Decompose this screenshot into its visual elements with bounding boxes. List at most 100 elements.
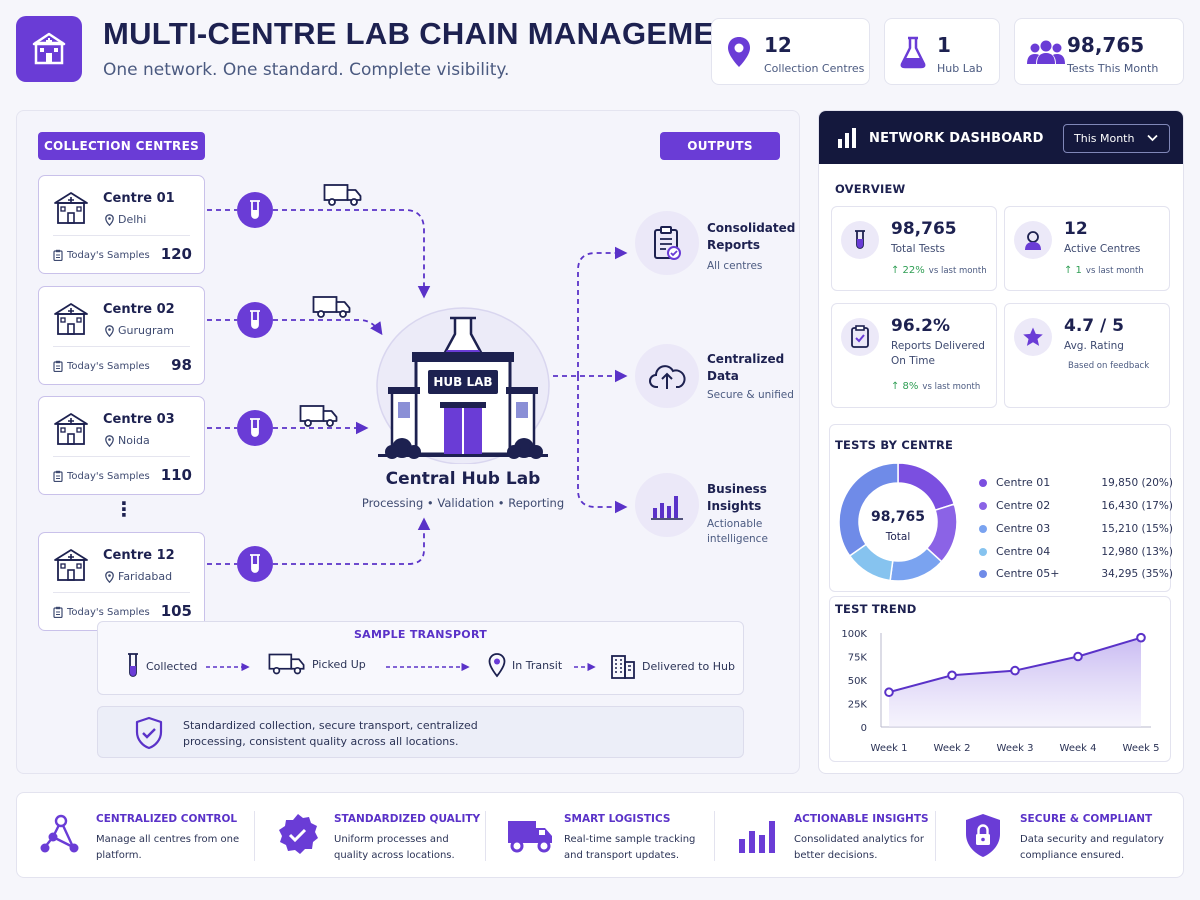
kpi-tests-this-month: 98,765 Tests This Month (1014, 18, 1184, 85)
user-badge-icon (1014, 221, 1052, 259)
network-nodes-icon (39, 813, 83, 857)
clipboard-small-icon (53, 606, 63, 618)
hub-lab-badge: HUB LAB (428, 370, 498, 394)
bar-chart-icon (836, 127, 858, 149)
feature-centralized-control: CENTRALIZED CONTROL Manage all centres f… (39, 793, 259, 879)
todays-samples-count: 110 (160, 466, 192, 484)
transport-title: SAMPLE TRANSPORT (353, 628, 488, 641)
transport-step-picked-up: Picked Up (268, 652, 366, 676)
legend-label: Centre 05+ (996, 567, 1060, 580)
test-tube-icon (126, 652, 140, 680)
output-subtitle: Actionable intelligence (707, 518, 768, 545)
todays-samples-count: 105 (160, 602, 192, 620)
legend-label: Centre 01 (996, 476, 1051, 489)
todays-samples-label: Today's Samples (67, 470, 150, 482)
trend-point[interactable] (1073, 651, 1083, 662)
feature-actionable-insights: ACTIONABLE INSIGHTS Consolidated analyti… (737, 793, 957, 879)
legend-dot (979, 501, 987, 510)
shield-lock-icon (963, 813, 1003, 859)
legend-value: 19,850 (20%) (1101, 476, 1173, 489)
transport-arrows (206, 662, 596, 672)
overview-card-reports-on-time: 96.2% Reports Delivered On Time ↑ 8%vs l… (831, 303, 997, 408)
y-tick-label: 25K (848, 700, 868, 711)
legend-dot (979, 524, 987, 533)
tests-by-centre-donut (838, 462, 958, 582)
legend-dot (979, 547, 987, 556)
trend-point[interactable] (1010, 665, 1020, 676)
tests-by-centre-label: TESTS BY CENTRE (835, 438, 954, 452)
x-tick-label: Week 3 (997, 743, 1034, 754)
x-tick-label: Week 1 (871, 743, 908, 754)
building-icon (610, 652, 636, 680)
trend-point[interactable] (884, 687, 894, 698)
legend-item: Centre 02 16,430 (17%) (979, 499, 1173, 512)
y-tick-label: 50K (848, 676, 868, 687)
truck-icon (323, 184, 362, 206)
truck-icon (268, 652, 306, 676)
standard-note: Standardized collection, secure transpor… (97, 706, 744, 758)
period-select[interactable]: This Month (1063, 124, 1170, 153)
todays-samples-label: Today's Samples (67, 360, 150, 372)
centre-card-03[interactable]: Centre 03 Noida Today's Samples 110 (38, 396, 205, 495)
todays-samples-label: Today's Samples (67, 249, 150, 261)
standard-note-text: Standardized collection, secure transpor… (183, 719, 478, 748)
test-trend-label: TEST TREND (835, 602, 917, 616)
donut-center-label: Total (885, 531, 911, 543)
overview-card-avg-rating: 4.7 / 5 Avg. Rating Based on feedback (1004, 303, 1170, 408)
output-subtitle: Secure & unified (707, 389, 794, 401)
centre-location: Gurugram (118, 324, 174, 337)
centre-card-02[interactable]: Centre 02 Gurugram Today's Samples 98 (38, 286, 205, 385)
x-tick-label: Week 4 (1060, 743, 1097, 754)
truck-icon (507, 819, 553, 853)
legend-value: 16,430 (17%) (1101, 499, 1173, 512)
kpi-hub-lab: 1 Hub Lab (884, 18, 1000, 85)
output-title: Consolidated Reports (707, 221, 796, 252)
kpi-collection-centres: 12 Collection Centres (711, 18, 870, 85)
flow-connectors (207, 209, 628, 565)
location-pin-icon (105, 570, 114, 583)
legend-value: 34,295 (35%) (1101, 567, 1173, 580)
legend-dot (979, 478, 987, 487)
users-icon (1027, 39, 1065, 65)
legend-value: 15,210 (15%) (1101, 522, 1173, 535)
clinic-building-icon (53, 302, 89, 336)
feature-secure-compliant: SECURE & COMPLIANT Data security and reg… (963, 793, 1178, 879)
clinic-building-icon (53, 191, 89, 225)
todays-samples-count: 120 (160, 245, 192, 263)
feature-standardized-quality: STANDARDIZED QUALITY Uniform processes a… (277, 793, 497, 879)
trend-point[interactable] (947, 670, 957, 681)
chevron-down-icon (1147, 134, 1158, 142)
centre-card-01[interactable]: Centre 01 Delhi Today's Samples 120 (38, 175, 205, 274)
test-tube-icon (237, 546, 273, 582)
location-pin-icon (105, 213, 114, 226)
clinic-building-icon (53, 548, 89, 582)
clipboard-small-icon (53, 249, 63, 261)
transport-step-delivered: Delivered to Hub (610, 652, 735, 680)
star-icon (1014, 318, 1052, 356)
centre-location: Delhi (118, 213, 147, 226)
page-title: MULTI-CENTRE LAB CHAIN MANAGEMENT (103, 16, 757, 51)
clipboard-icon (635, 211, 699, 275)
output-title: Business Insights (707, 482, 767, 513)
clinic-building-icon (53, 412, 89, 446)
centre-location: Noida (118, 434, 150, 447)
flask-icon (899, 35, 927, 69)
donut-slice-5[interactable] (838, 462, 899, 557)
trend-point[interactable] (1136, 632, 1146, 643)
centre-card-12[interactable]: Centre 12 Faridabad Today's Samples 105 (38, 532, 205, 631)
todays-samples-count: 98 (171, 356, 192, 374)
map-pin-icon (488, 652, 506, 678)
legend-label: Centre 02 (996, 499, 1051, 512)
truck-icon (312, 296, 351, 318)
clipboard-small-icon (53, 470, 63, 482)
feature-smart-logistics: SMART LOGISTICS Real-time sample trackin… (507, 793, 727, 879)
location-pin-icon (105, 434, 114, 447)
output-title: Centralized Data (707, 352, 785, 383)
hub-name: Central Hub Lab (385, 469, 541, 489)
overview-label: OVERVIEW (835, 182, 906, 196)
hospital-building-icon (32, 32, 66, 65)
location-pin-icon (105, 324, 114, 337)
test-tube-icon (841, 221, 879, 259)
y-tick-label: 0 (861, 723, 867, 734)
